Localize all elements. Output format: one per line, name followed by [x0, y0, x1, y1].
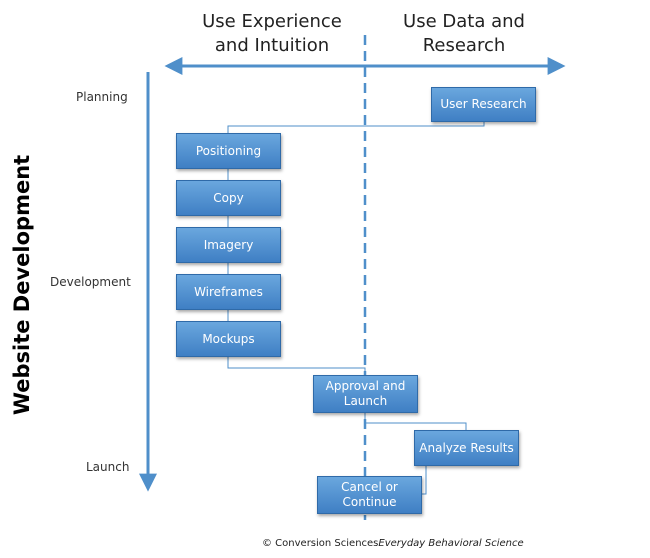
header-experience-intuition: Use Experience and Intuition [202, 11, 342, 56]
footer-credit: © Conversion SciencesEveryday Behavioral… [262, 538, 524, 549]
stage-label-development: Development [50, 275, 131, 289]
box-user-research: User Research [431, 87, 536, 122]
box-positioning: Positioning [176, 133, 281, 169]
stage-label-planning: Planning [76, 90, 128, 104]
box-wireframes: Wireframes [176, 274, 281, 310]
header-data-research: Use Data and Research [403, 11, 525, 56]
vertical-title: Website Development [10, 154, 34, 416]
footer-tagline: Everyday Behavioral Science [378, 538, 524, 549]
box-cancel-or-continue: Cancel or Continue [317, 476, 422, 514]
footer-company: © Conversion Sciences [262, 538, 379, 549]
connector-research-to-positioning [227, 120, 485, 133]
box-imagery: Imagery [176, 227, 281, 263]
box-approval-and-launch: Approval and Launch [313, 375, 418, 413]
box-copy: Copy [176, 180, 281, 216]
connector-mockups-to-approval [227, 355, 366, 375]
connector-analyze-to-cancel [420, 464, 427, 495]
box-mockups: Mockups [176, 321, 281, 357]
connector-approval-to-analyze [364, 411, 467, 430]
stage-label-launch: Launch [86, 460, 130, 474]
box-analyze-results: Analyze Results [414, 430, 519, 466]
